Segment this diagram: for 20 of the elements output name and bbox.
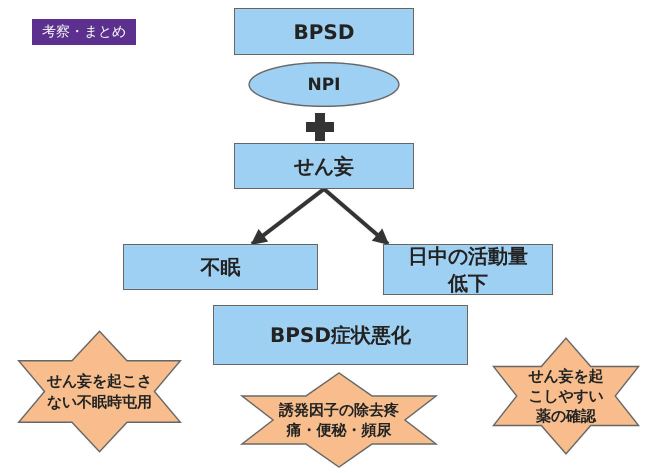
process-box xyxy=(234,143,414,189)
star-node xyxy=(492,337,640,455)
arrow xyxy=(322,187,390,246)
star-node xyxy=(240,372,438,468)
node-text: NPI xyxy=(307,74,340,94)
arrow xyxy=(250,187,326,246)
node-text: せん妄を起こしやすい薬の確認 xyxy=(528,366,604,426)
node-text: BPSD xyxy=(294,20,354,44)
node-text: せん妄 xyxy=(294,152,354,180)
title-badge: 考察・まとめ xyxy=(32,19,136,45)
node-text: 日中の活動量低下 xyxy=(408,242,528,296)
node-text: 誘発因子の除去疼痛・便秘・頻尿 xyxy=(278,400,400,440)
node-text: せん妄を起こさない不眠時屯用 xyxy=(46,371,153,412)
node-text: 不眠 xyxy=(200,254,240,280)
star-node xyxy=(17,330,182,453)
node-text: BPSD症状悪化 xyxy=(270,322,411,348)
process-box xyxy=(383,244,553,295)
process-box xyxy=(213,305,468,365)
process-box xyxy=(123,244,318,290)
process-box xyxy=(234,8,414,55)
